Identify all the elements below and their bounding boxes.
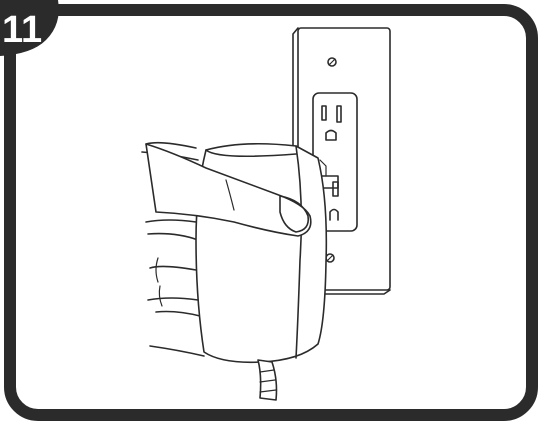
step-number: 11 xyxy=(2,9,42,51)
power-cord-icon xyxy=(258,360,277,400)
